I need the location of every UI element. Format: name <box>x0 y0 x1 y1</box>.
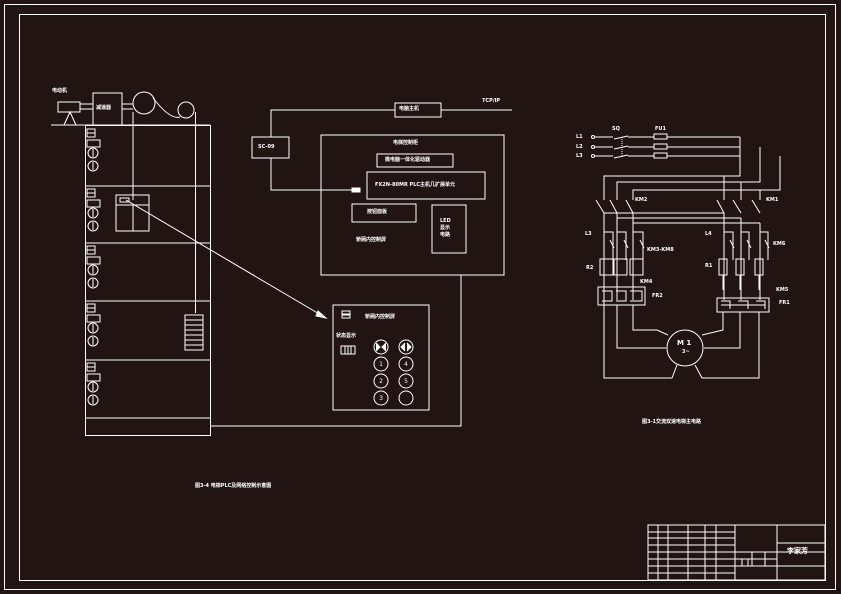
outer-frame <box>4 4 836 590</box>
traction-sheave <box>132 91 156 115</box>
floor-indicator <box>86 245 101 289</box>
motor-m1-label: M 1 <box>677 339 692 347</box>
car-button-2[interactable] <box>373 373 389 389</box>
floor-indicators <box>86 128 101 406</box>
callout-arrow <box>125 199 327 319</box>
computer-host-label: 电脑主机 <box>399 106 420 112</box>
r2-label: R2 <box>586 265 594 271</box>
plc-box <box>366 171 486 200</box>
call-button-icon[interactable] <box>87 207 99 219</box>
km1-label: KM1 <box>766 197 779 203</box>
car-button-label: 4 <box>404 361 408 368</box>
motor-stand <box>63 110 77 126</box>
phase-l1: L1 <box>576 134 583 140</box>
car-button-close[interactable] <box>398 339 414 355</box>
hall-cabinet <box>85 112 211 436</box>
status-display-icon <box>86 139 101 148</box>
button-panel-label: 按钮面板 <box>367 209 388 215</box>
button-panel-box <box>351 203 417 223</box>
led-label: LED显示电路 <box>440 218 451 238</box>
r1-label: R1 <box>705 263 713 269</box>
phase-l3: L3 <box>576 153 583 159</box>
l4-label: L4 <box>705 231 712 237</box>
car-button-label: 5 <box>404 378 408 385</box>
car-buttons: 1 4 2 5 3 <box>373 339 414 406</box>
status-display-icon <box>86 199 101 208</box>
car-button-open[interactable] <box>373 339 389 355</box>
motor-m1 <box>666 329 704 367</box>
led-box <box>431 204 467 254</box>
km2-label: KM2 <box>635 197 648 203</box>
door-close-icon <box>400 342 412 352</box>
call-button-icon[interactable] <box>87 160 99 172</box>
floor-indicator <box>86 128 101 172</box>
km4-label: KM4 <box>640 279 653 285</box>
call-button-icon[interactable] <box>87 220 99 232</box>
driver-box <box>376 153 454 168</box>
car-button-4[interactable] <box>398 356 414 372</box>
call-button-icon[interactable] <box>87 394 99 406</box>
status-display-icon <box>86 314 101 323</box>
floor-indicator <box>86 188 101 232</box>
km5-label: KM5 <box>776 287 789 293</box>
call-button-icon[interactable] <box>87 322 99 334</box>
car-button-label: 1 <box>379 361 383 368</box>
fr2-label: FR2 <box>652 293 663 299</box>
call-button-icon[interactable] <box>87 277 99 289</box>
status-display-icon <box>86 373 101 382</box>
main-circuit <box>591 133 781 379</box>
plc-label: FX2N-80MR PLC主机几扩展单元 <box>375 182 456 188</box>
author-name: 李家芳 <box>787 547 808 555</box>
fr1-label: FR1 <box>779 300 790 306</box>
car-panel-box <box>332 304 430 411</box>
network-label: TCP/IP <box>482 98 501 104</box>
car-button-blank[interactable] <box>398 390 414 406</box>
right-caption: 图3-1交流双速电梯主电路 <box>642 419 702 425</box>
car-button-label: 2 <box>379 378 383 385</box>
motor-phase-label: 3~ <box>682 349 690 355</box>
car-panel-title: 轿厢内控制屏 <box>365 314 396 320</box>
fu1-label: FU1 <box>655 126 666 132</box>
door-open-icon <box>375 342 387 352</box>
sq-label: SQ <box>612 126 620 132</box>
motor-label: 电动机 <box>52 88 68 94</box>
inner-frame <box>19 14 826 581</box>
call-button-icon[interactable] <box>87 264 99 276</box>
motor-body <box>57 101 81 113</box>
floor-indicator <box>86 303 101 347</box>
control-cabinet-box <box>320 134 505 276</box>
title-block <box>647 524 826 581</box>
call-button-icon[interactable] <box>87 381 99 393</box>
traction-machine <box>51 91 210 126</box>
car-button-3[interactable] <box>373 390 389 406</box>
status-display-icon <box>86 256 101 265</box>
km3-km8-label: KM3-KM8 <box>647 247 674 253</box>
km6-label: KM6 <box>773 241 786 247</box>
driver-label: 微电脑一体化驱动器 <box>385 157 431 163</box>
l3-label: L3 <box>585 231 592 237</box>
left-caption: 图3-4 电梯PLC及网络控制示意图 <box>195 483 272 489</box>
reducer-label: 减速器 <box>96 105 112 111</box>
call-button-icon[interactable] <box>87 335 99 347</box>
floor-indicator <box>86 362 101 406</box>
sc09-label: SC-09 <box>258 144 275 150</box>
deflector-sheave <box>177 101 195 119</box>
call-button-icon[interactable] <box>87 147 99 159</box>
cabinet-title: 电梯控制柜 <box>393 140 419 146</box>
car-button-5[interactable] <box>398 373 414 389</box>
car-button-1[interactable] <box>373 356 389 372</box>
cabinet-car-panel-label: 轿厢内控制屏 <box>356 237 387 243</box>
phase-l2: L2 <box>576 144 583 150</box>
status-display-label: 状态显示 <box>336 333 357 339</box>
car-button-label: 3 <box>379 395 383 402</box>
